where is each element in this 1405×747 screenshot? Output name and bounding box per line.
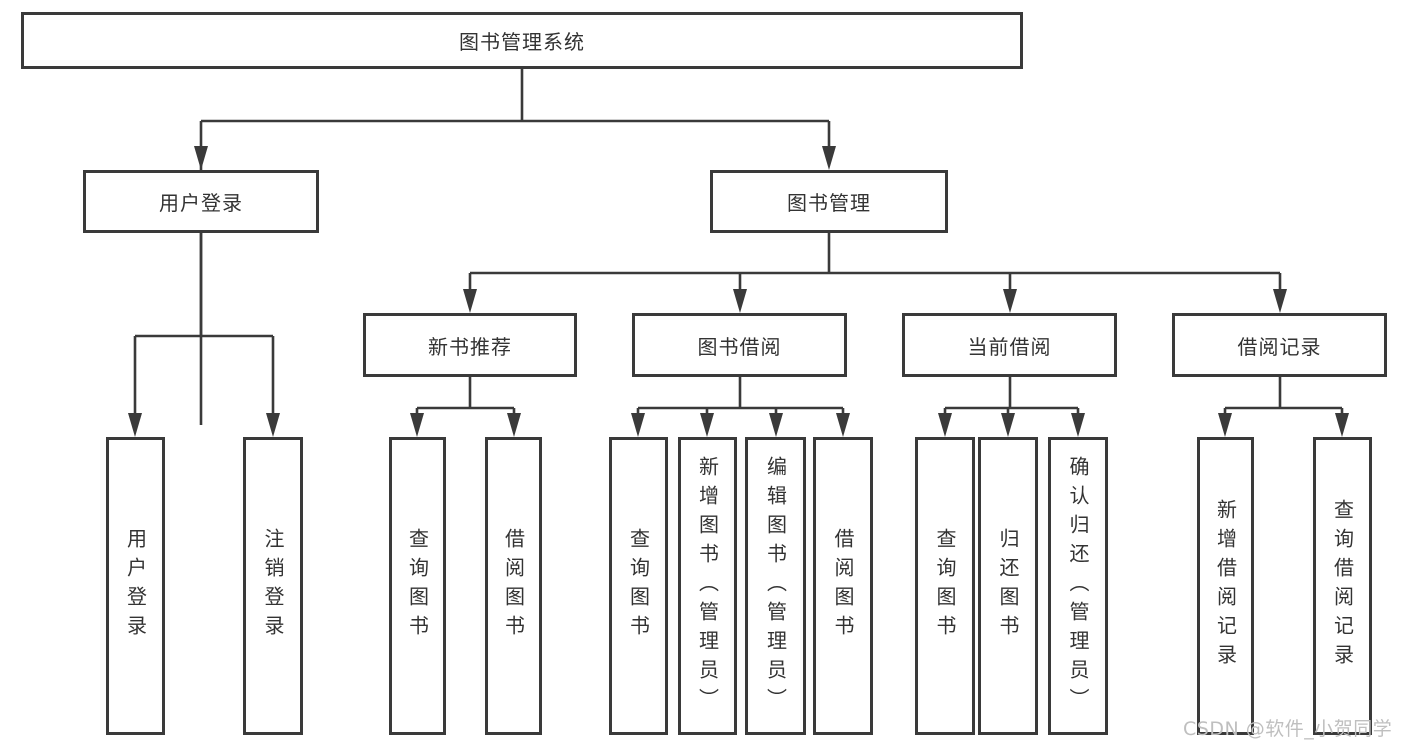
node-user-login: 用户登录 — [83, 170, 319, 233]
node-book-borrow: 图书借阅 — [632, 313, 847, 377]
node-label: 归还图书 — [996, 528, 1020, 644]
connector-borrow-to-leaves — [631, 377, 850, 437]
node-label: 查询图书 — [405, 528, 430, 644]
node-label: 图书借阅 — [697, 334, 782, 359]
connector-current-to-leaves — [938, 377, 1085, 437]
node-label: 编辑图书（管理员） — [763, 455, 788, 717]
connector-userlogin-to-leaves — [128, 233, 280, 437]
node-label: 确认归还（管理员） — [1066, 455, 1090, 717]
node-label: 新增图书（管理员） — [695, 455, 720, 717]
node-label: 新书推荐 — [428, 334, 512, 359]
node-root-system: 图书管理系统 — [21, 12, 1023, 69]
leaf-query-borrow-record: 查询借阅记录 — [1313, 437, 1372, 735]
node-label: 图书管理 — [787, 191, 871, 215]
node-label: 当前借阅 — [967, 334, 1052, 359]
node-book-management: 图书管理 — [710, 170, 948, 233]
node-label: 新增借阅记录 — [1213, 499, 1238, 673]
node-current-borrow: 当前借阅 — [902, 313, 1117, 377]
leaf-borrow-books-recommend: 借阅图书 — [485, 437, 542, 735]
connector-record-to-leaves — [1218, 377, 1349, 437]
node-new-book-recommend: 新书推荐 — [363, 313, 577, 377]
leaf-query-books-borrow: 查询图书 — [609, 437, 668, 735]
leaf-add-books-admin: 新增图书（管理员） — [678, 437, 737, 735]
leaf-query-books-current: 查询图书 — [915, 437, 975, 735]
leaf-borrow-books: 借阅图书 — [813, 437, 873, 735]
node-label: 查询图书 — [626, 528, 651, 644]
node-label: 用户登录 — [123, 528, 148, 644]
node-label: 借阅图书 — [831, 528, 855, 644]
node-label: 用户登录 — [159, 191, 243, 215]
node-label: 借阅记录 — [1237, 334, 1322, 359]
leaf-query-books-recommend: 查询图书 — [389, 437, 446, 735]
leaf-add-borrow-record: 新增借阅记录 — [1197, 437, 1254, 735]
leaf-confirm-return-admin: 确认归还（管理员） — [1048, 437, 1108, 735]
leaf-user-login: 用户登录 — [106, 437, 165, 735]
node-label: 注销登录 — [261, 528, 285, 644]
node-borrow-record: 借阅记录 — [1172, 313, 1387, 377]
node-label: 借阅图书 — [501, 528, 526, 644]
leaf-return-books: 归还图书 — [978, 437, 1038, 735]
leaf-edit-books-admin: 编辑图书（管理员） — [745, 437, 806, 735]
node-label: 查询图书 — [933, 528, 957, 644]
connector-newbook-to-leaves — [410, 377, 521, 437]
node-label: 查询借阅记录 — [1330, 499, 1355, 673]
connector-bookmgmt-to-level3 — [463, 233, 1287, 313]
node-label: 图书管理系统 — [459, 30, 585, 54]
leaf-logout: 注销登录 — [243, 437, 303, 735]
csdn-watermark: CSDN @软件_小贺同学 — [1183, 718, 1393, 740]
